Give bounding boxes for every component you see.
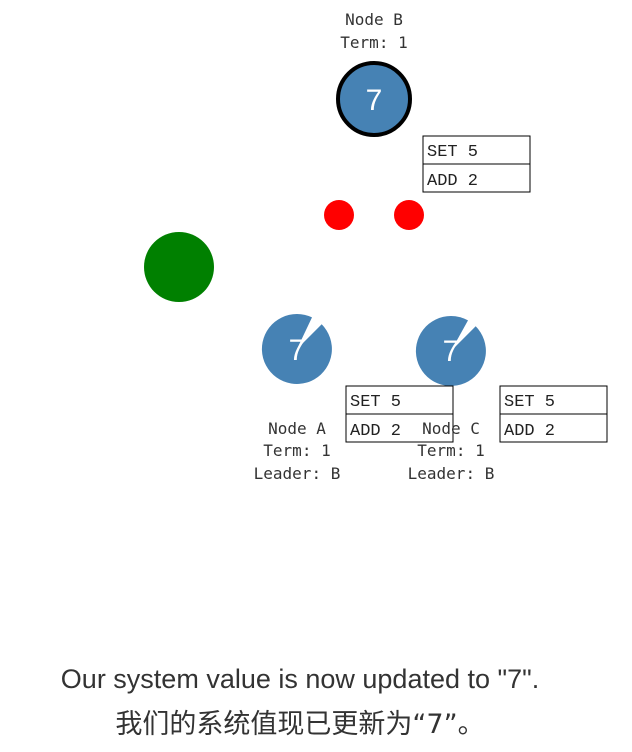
node-b-value: 7 [366, 84, 383, 117]
node-b-log-entry-2: ADD 2 [427, 172, 478, 191]
node-b-log-entry-2-box [422, 163, 531, 193]
node-a-leader: Leader: B [254, 464, 341, 483]
node-a-circle [261, 313, 332, 384]
node-a-log-entry-2: ADD 2 [350, 422, 401, 441]
node-c-term: Term: 1 [417, 441, 484, 460]
node-c[interactable]: 7 [415, 315, 486, 386]
node-b-name: Node B [345, 10, 403, 29]
caption-chinese: 我们的系统值现已更新为“7”。 [115, 709, 485, 740]
message-dot [394, 200, 424, 230]
node-c-log-entry-2-box [499, 413, 608, 443]
node-c-circle-sliver [451, 316, 468, 351]
node-c-circle [415, 315, 486, 386]
node-a-circle-sliver [297, 314, 312, 349]
client-dot[interactable] [144, 232, 214, 302]
message-dot [324, 200, 354, 230]
node-a-value: 7 [289, 334, 306, 367]
node-a-log-entry-1: SET 5 [350, 393, 401, 412]
node-b-log-entry-1-box [422, 135, 531, 165]
node-a-name: Node A [268, 419, 326, 438]
node-b-log: SET 5 ADD 2 [422, 135, 531, 193]
node-a-term: Term: 1 [263, 441, 330, 460]
node-c-log: SET 5 ADD 2 [499, 385, 608, 443]
node-c-log-entry-2: ADD 2 [504, 422, 555, 441]
node-c-log-entry-1: SET 5 [504, 393, 555, 412]
node-b-circle [336, 61, 412, 137]
node-b[interactable]: 7 [336, 61, 412, 137]
node-c-leader: Leader: B [408, 464, 495, 483]
node-b-term: Term: 1 [340, 33, 407, 52]
node-b-log-entry-1: SET 5 [427, 143, 478, 162]
node-a-log-entry-1-box [345, 385, 454, 415]
node-c-name: Node C [422, 419, 480, 438]
node-c-value: 7 [443, 335, 460, 368]
node-a[interactable]: 7 [261, 313, 332, 384]
caption-english: Our system value is now updated to "7". [60, 664, 540, 694]
node-c-log-entry-1-box [499, 385, 608, 415]
node-a-log-entry-2-box [345, 413, 454, 443]
node-a-log: SET 5 ADD 2 [345, 385, 454, 443]
